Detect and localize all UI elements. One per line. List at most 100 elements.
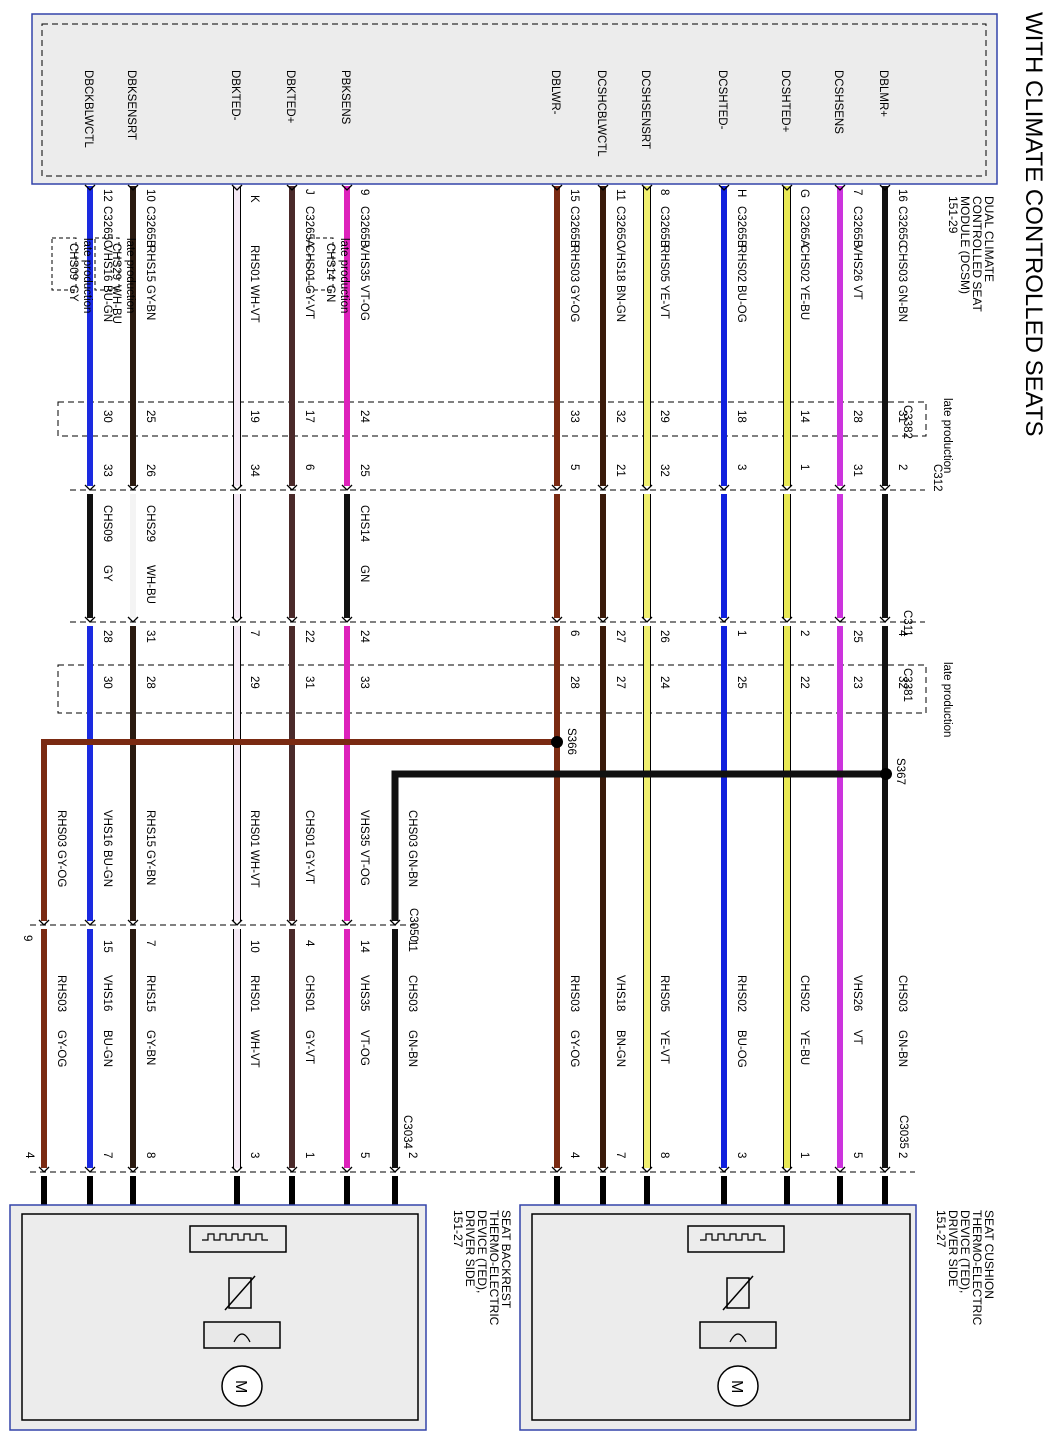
- color-label: YE-BU: [798, 285, 810, 320]
- c3035-pin-label: 7: [614, 1152, 626, 1158]
- c3381-pin-label: 32: [896, 676, 908, 689]
- color-label: BU-GN: [101, 285, 113, 322]
- c3382-pin-label: 17: [303, 410, 315, 423]
- low-color-label: VT-OG: [358, 1030, 370, 1066]
- c311-pin-label: 4: [896, 630, 908, 637]
- cushion-thermistor-icon: [722, 1275, 754, 1311]
- cushion-device: M SEAT CUSHION THERMO-ELECTRIC DEVICE (T…: [519, 1204, 996, 1431]
- c3050-pin-label: 9: [21, 935, 33, 941]
- c3035-pin-label: 2: [896, 1152, 908, 1158]
- c3381-pin-label: 28: [144, 676, 156, 689]
- c3381-pin-label: 28: [568, 676, 580, 689]
- low-circuit-label: RHS03: [568, 975, 580, 1012]
- late-prod-color-label: GY: [67, 285, 79, 302]
- connector-chevron: [127, 1166, 139, 1173]
- connector-chevron: [718, 1166, 730, 1173]
- late-prod-alt-box: [308, 237, 334, 291]
- connector-chevron: [286, 616, 298, 623]
- c3381-pin-label: 25: [735, 676, 747, 689]
- c3382-pin-label: 24: [358, 410, 370, 423]
- c3381-pin-label: 30: [101, 676, 113, 689]
- connector-chevron: [597, 484, 609, 491]
- s366-splice-dot: [551, 736, 563, 748]
- c311-pin-label: 7: [248, 630, 260, 636]
- color-label: GY-VT: [303, 285, 315, 319]
- low-color-label: GN-BN: [896, 1030, 908, 1067]
- c312-pin-label: 2: [896, 464, 908, 470]
- c311-pin-label: 25: [851, 630, 863, 643]
- cushion-device-label-line: DRIVER SIDE: [946, 1210, 960, 1287]
- connector-chevron: [597, 616, 609, 623]
- branch-color-label: GY-OG: [55, 850, 67, 887]
- late-prod-alt-box: [94, 237, 120, 291]
- backrest-device-label-line: DEVICE (TED),: [475, 1210, 489, 1293]
- circuit-label: CHS01: [303, 245, 315, 282]
- lower-color-label: BU-GN: [101, 850, 113, 887]
- c312-pin-label: 5: [568, 464, 580, 470]
- lower-color-label: GY-BN: [144, 850, 156, 885]
- circuit-label: VHS35: [358, 245, 370, 281]
- c3050-label: C3050: [407, 908, 419, 942]
- module-pin-label: DCSHTED-: [716, 70, 728, 130]
- c3382-pin-label: 18: [735, 410, 747, 423]
- c311-label: C311: [901, 610, 913, 637]
- c3035-pin-label: 3: [735, 1152, 747, 1158]
- cushion-device-label-line: 151-27: [934, 1210, 948, 1248]
- c3381-lateprod: late production: [941, 662, 953, 737]
- low-circuit-label: RHS05: [658, 975, 670, 1012]
- c312-pin-label: 25: [358, 464, 370, 477]
- connector-chevron: [834, 484, 846, 491]
- c3382-pin-label: 33: [568, 410, 580, 423]
- c311-pin-label: 6: [568, 630, 580, 636]
- backrest-heater-grid: [189, 1225, 287, 1253]
- connector-chevron: [286, 1166, 298, 1173]
- pin-label: 11: [614, 189, 626, 201]
- connector-chevron: [551, 184, 563, 191]
- late-prod-circuit-label: CHS14: [324, 243, 336, 281]
- lower-circuit-label: RHS15: [144, 810, 156, 847]
- c312-pin-label: 3: [735, 464, 747, 470]
- connector-chevron: [231, 184, 243, 191]
- c3382-pin-label: 32: [614, 410, 626, 423]
- cushion-device-label-line: SEAT CUSHION: [982, 1210, 996, 1299]
- c3034-pin-label: 7: [101, 1152, 113, 1158]
- cushion-motor-icon: M: [717, 1365, 759, 1407]
- s367-label: S367: [894, 758, 906, 785]
- low-circuit-label: VHS16: [101, 975, 113, 1011]
- pin-label: 12: [101, 189, 113, 202]
- c3382-pin-label: 30: [101, 410, 113, 423]
- low-color-label: VT: [851, 1030, 863, 1045]
- c311-pin-label: 26: [658, 630, 670, 643]
- low-color-label: GY-VT: [303, 1030, 315, 1064]
- c312-pin-label: 6: [303, 464, 315, 470]
- c312-pin-label: 34: [248, 464, 260, 477]
- pin-label: H: [735, 189, 747, 197]
- c3381-label: C3381: [901, 668, 913, 702]
- low-color-label: YE-BU: [798, 1030, 810, 1065]
- connector-chevron: [127, 484, 139, 491]
- module-label-line: 151-29: [946, 196, 960, 234]
- module-pin-label: DCSHTED+: [779, 70, 791, 133]
- mid-color-label: WH-BU: [144, 565, 156, 604]
- connector-chevron: [781, 1166, 793, 1173]
- connector-id-label: C3265B: [358, 206, 370, 248]
- connector-id-label: C3265B: [851, 206, 863, 248]
- pin-label: 16: [896, 189, 908, 202]
- connector-chevron: [781, 616, 793, 623]
- low-color-label: BN-GN: [614, 1030, 626, 1067]
- low-circuit-label: RHS01: [248, 975, 260, 1012]
- cushion-device-label-line: THERMO-ELECTRIC: [970, 1210, 984, 1326]
- circuit-label: RHS15: [144, 245, 156, 282]
- low-circuit-label: CHS03: [896, 975, 908, 1012]
- circuit-label: RHS02: [735, 245, 747, 282]
- connector-id-label: C3265A: [798, 206, 810, 248]
- module-label: DUAL CLIMATE CONTROLLED SEAT MODULE (DCS…: [946, 196, 996, 312]
- c312-pin-label: 21: [614, 464, 626, 477]
- mid-color-label: GN: [358, 565, 370, 582]
- c3381-pin-label: 27: [614, 676, 626, 689]
- backrest-device: M SEAT BACKREST THERMO-ELECTRIC DEVICE (…: [9, 1204, 513, 1431]
- connector-chevron: [597, 184, 609, 191]
- c311-pin-label: 24: [358, 630, 370, 643]
- c311-pin-label: 27: [614, 630, 626, 643]
